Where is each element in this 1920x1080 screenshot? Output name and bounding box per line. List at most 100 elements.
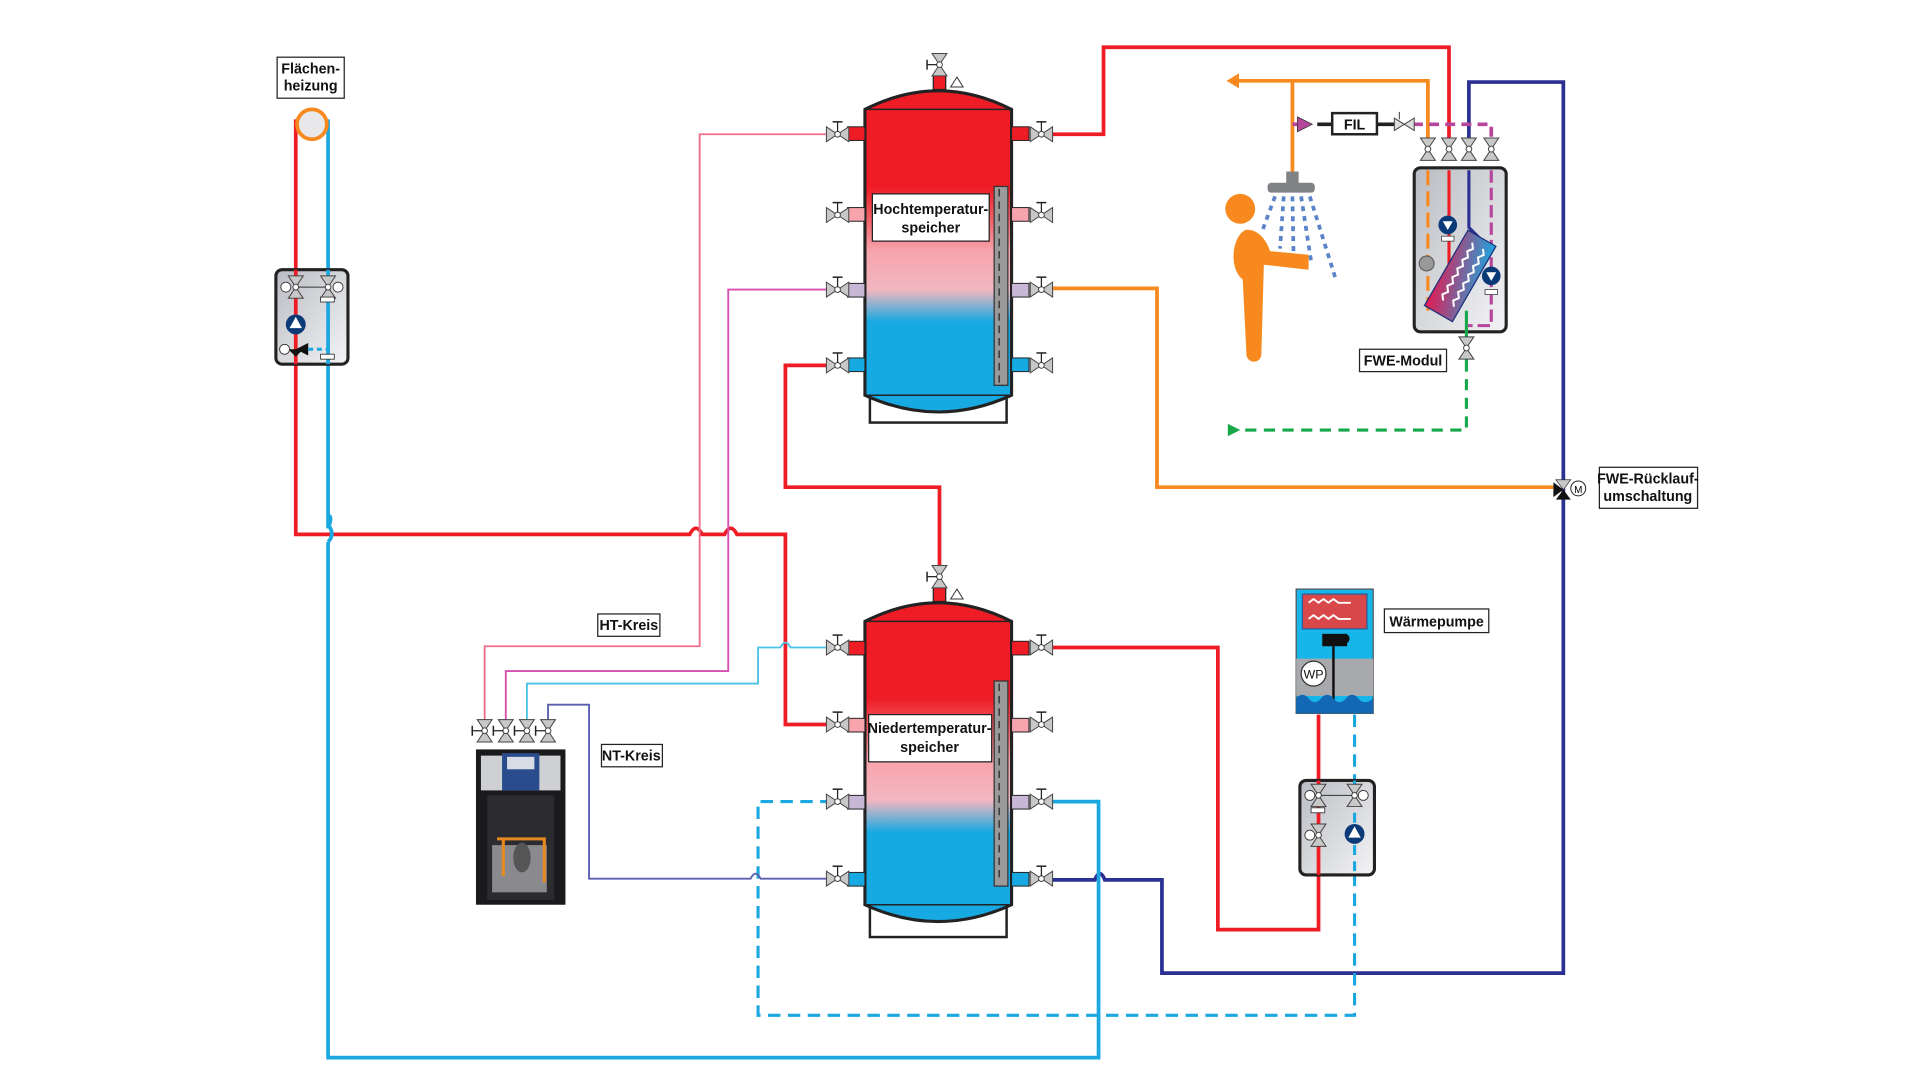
thermometer-icon bbox=[1357, 789, 1369, 801]
floor-heating: Flächen- heizung bbox=[274, 56, 350, 366]
check-valve-icon bbox=[1393, 111, 1415, 132]
valve-icon bbox=[1029, 201, 1054, 224]
pipe-wp-return bbox=[756, 714, 1357, 1017]
heat-pump: WP Wärmepumpe bbox=[1295, 588, 1490, 714]
fwe-return-label-1: FWE-Rücklauf- bbox=[1597, 471, 1699, 487]
flow-meter-icon bbox=[1484, 289, 1498, 295]
pipe-fwe-return-dark bbox=[1050, 80, 1566, 975]
shower-illustration bbox=[1225, 171, 1338, 362]
valve-icon bbox=[825, 634, 850, 656]
valve-icon bbox=[1460, 137, 1477, 161]
floor-heating-label-2: heizung bbox=[284, 79, 338, 95]
valve-icon bbox=[825, 201, 850, 224]
valve-icon bbox=[825, 352, 850, 374]
fwe-return-label-box bbox=[1598, 466, 1699, 509]
heat-pump-label: Wärmepumpe bbox=[1389, 614, 1483, 630]
valve-icon bbox=[1029, 276, 1054, 298]
pipe-tank-link bbox=[783, 363, 942, 575]
pipe-nt-cyan bbox=[525, 641, 831, 726]
motor-icon bbox=[1304, 829, 1316, 841]
valve-icon bbox=[825, 276, 850, 298]
low-temp-label-2: speicher bbox=[900, 740, 959, 756]
high-temp-label-box bbox=[871, 193, 990, 242]
low-temp-label-box bbox=[868, 713, 993, 763]
valve-icon bbox=[1458, 336, 1475, 360]
high-temp-storage-tank: Hochtemperatur- speicher bbox=[825, 52, 1054, 424]
flow-meter-icon bbox=[320, 353, 335, 360]
valve-icon bbox=[1029, 634, 1054, 656]
fwe-module-label-box bbox=[1358, 348, 1448, 373]
pipes bbox=[293, 45, 1566, 1060]
valve-icon bbox=[1029, 352, 1054, 374]
compact-station bbox=[471, 718, 566, 905]
ht-kreis-label-box bbox=[597, 613, 661, 637]
heat-exchanger-icon bbox=[1423, 229, 1497, 323]
low-temp-label-1: Niedertemperatur- bbox=[868, 721, 992, 737]
valve-icon bbox=[1029, 865, 1054, 887]
wp-badge-icon bbox=[1300, 660, 1327, 687]
valve-icon bbox=[471, 718, 493, 743]
floor-heating-label-box bbox=[276, 56, 345, 99]
low-temp-storage-tank: Niedertemperatur- speicher bbox=[825, 564, 1054, 939]
hot-water-outlet-arrow-icon bbox=[1226, 73, 1239, 89]
filter-label: FIL bbox=[1344, 117, 1366, 133]
sensor-icon bbox=[1418, 255, 1435, 272]
pipe-circulation-dashed bbox=[1412, 122, 1494, 140]
pipe-ht-magenta bbox=[504, 288, 831, 726]
filter-box bbox=[1330, 111, 1379, 136]
pipe-nt-cyan-out bbox=[1050, 799, 1101, 1007]
circuit-labels: HT-Kreis NT-Kreis bbox=[597, 613, 663, 768]
valve-icon bbox=[1483, 137, 1500, 161]
valve-icon bbox=[1029, 788, 1054, 810]
fwe-return-switch: M FWE-Rücklauf- umschaltung bbox=[1553, 466, 1699, 509]
valve-icon bbox=[825, 121, 850, 143]
motor-icon bbox=[279, 343, 290, 355]
valve-icon bbox=[492, 718, 514, 743]
pipe-floor-heating-return bbox=[326, 119, 1101, 1060]
motor-icon bbox=[1570, 480, 1587, 497]
fwe-module: FIL FWE-Modul bbox=[1226, 73, 1508, 437]
nt-kreis-label: NT-Kreis bbox=[602, 749, 661, 765]
valve-icon bbox=[534, 718, 557, 743]
pipe-orange-return bbox=[1050, 286, 1554, 490]
valve-icon bbox=[825, 711, 850, 733]
circulation-pump-icon bbox=[1297, 116, 1314, 133]
thermometer-icon bbox=[332, 281, 344, 293]
heat-pump-station bbox=[1298, 778, 1376, 877]
pipe-ht-pink bbox=[483, 133, 831, 726]
pipe-wp-supply bbox=[1050, 645, 1321, 932]
pipe-nt-violet bbox=[547, 703, 831, 880]
fwe-return-label-2: umschaltung bbox=[1603, 489, 1692, 505]
valve-icon bbox=[825, 788, 850, 810]
valve-icon bbox=[825, 865, 850, 887]
air-vent-icon bbox=[949, 76, 965, 88]
thermometer-icon bbox=[280, 281, 292, 293]
motor-label: M bbox=[1574, 485, 1582, 496]
wp-badge-label: WP bbox=[1304, 668, 1324, 682]
flow-meter-icon bbox=[1310, 807, 1326, 814]
high-temp-label-1: Hochtemperatur- bbox=[873, 202, 988, 218]
cold-water-inlet-arrow-icon bbox=[1227, 423, 1241, 437]
person-body-icon bbox=[1233, 229, 1309, 362]
high-temp-label-2: speicher bbox=[901, 220, 960, 236]
pipe-dhw-out bbox=[1237, 78, 1430, 140]
valve-icon bbox=[1029, 121, 1054, 143]
pipe-floor-heating-supply bbox=[293, 119, 831, 727]
flow-meter-icon bbox=[1441, 235, 1455, 242]
valve-icon bbox=[513, 718, 536, 743]
thermometer-icon bbox=[1304, 789, 1316, 801]
water-spray-icon bbox=[1260, 195, 1338, 281]
pipe-hot-to-fwe bbox=[1050, 45, 1451, 140]
nt-kreis-label-box bbox=[600, 743, 663, 768]
valve-icon bbox=[1029, 711, 1054, 733]
floor-heating-label-1: Flächen- bbox=[281, 61, 340, 77]
pipe-floor-return-bridge bbox=[326, 523, 334, 544]
expansion-vessel-icon bbox=[513, 842, 531, 873]
vent-valve-icon bbox=[926, 564, 948, 589]
valve-icon bbox=[1441, 137, 1457, 161]
shower-head-icon bbox=[1267, 182, 1315, 193]
heat-pump-label-box bbox=[1383, 608, 1490, 634]
person-head-icon bbox=[1225, 193, 1256, 224]
ht-kreis-label: HT-Kreis bbox=[599, 618, 658, 634]
